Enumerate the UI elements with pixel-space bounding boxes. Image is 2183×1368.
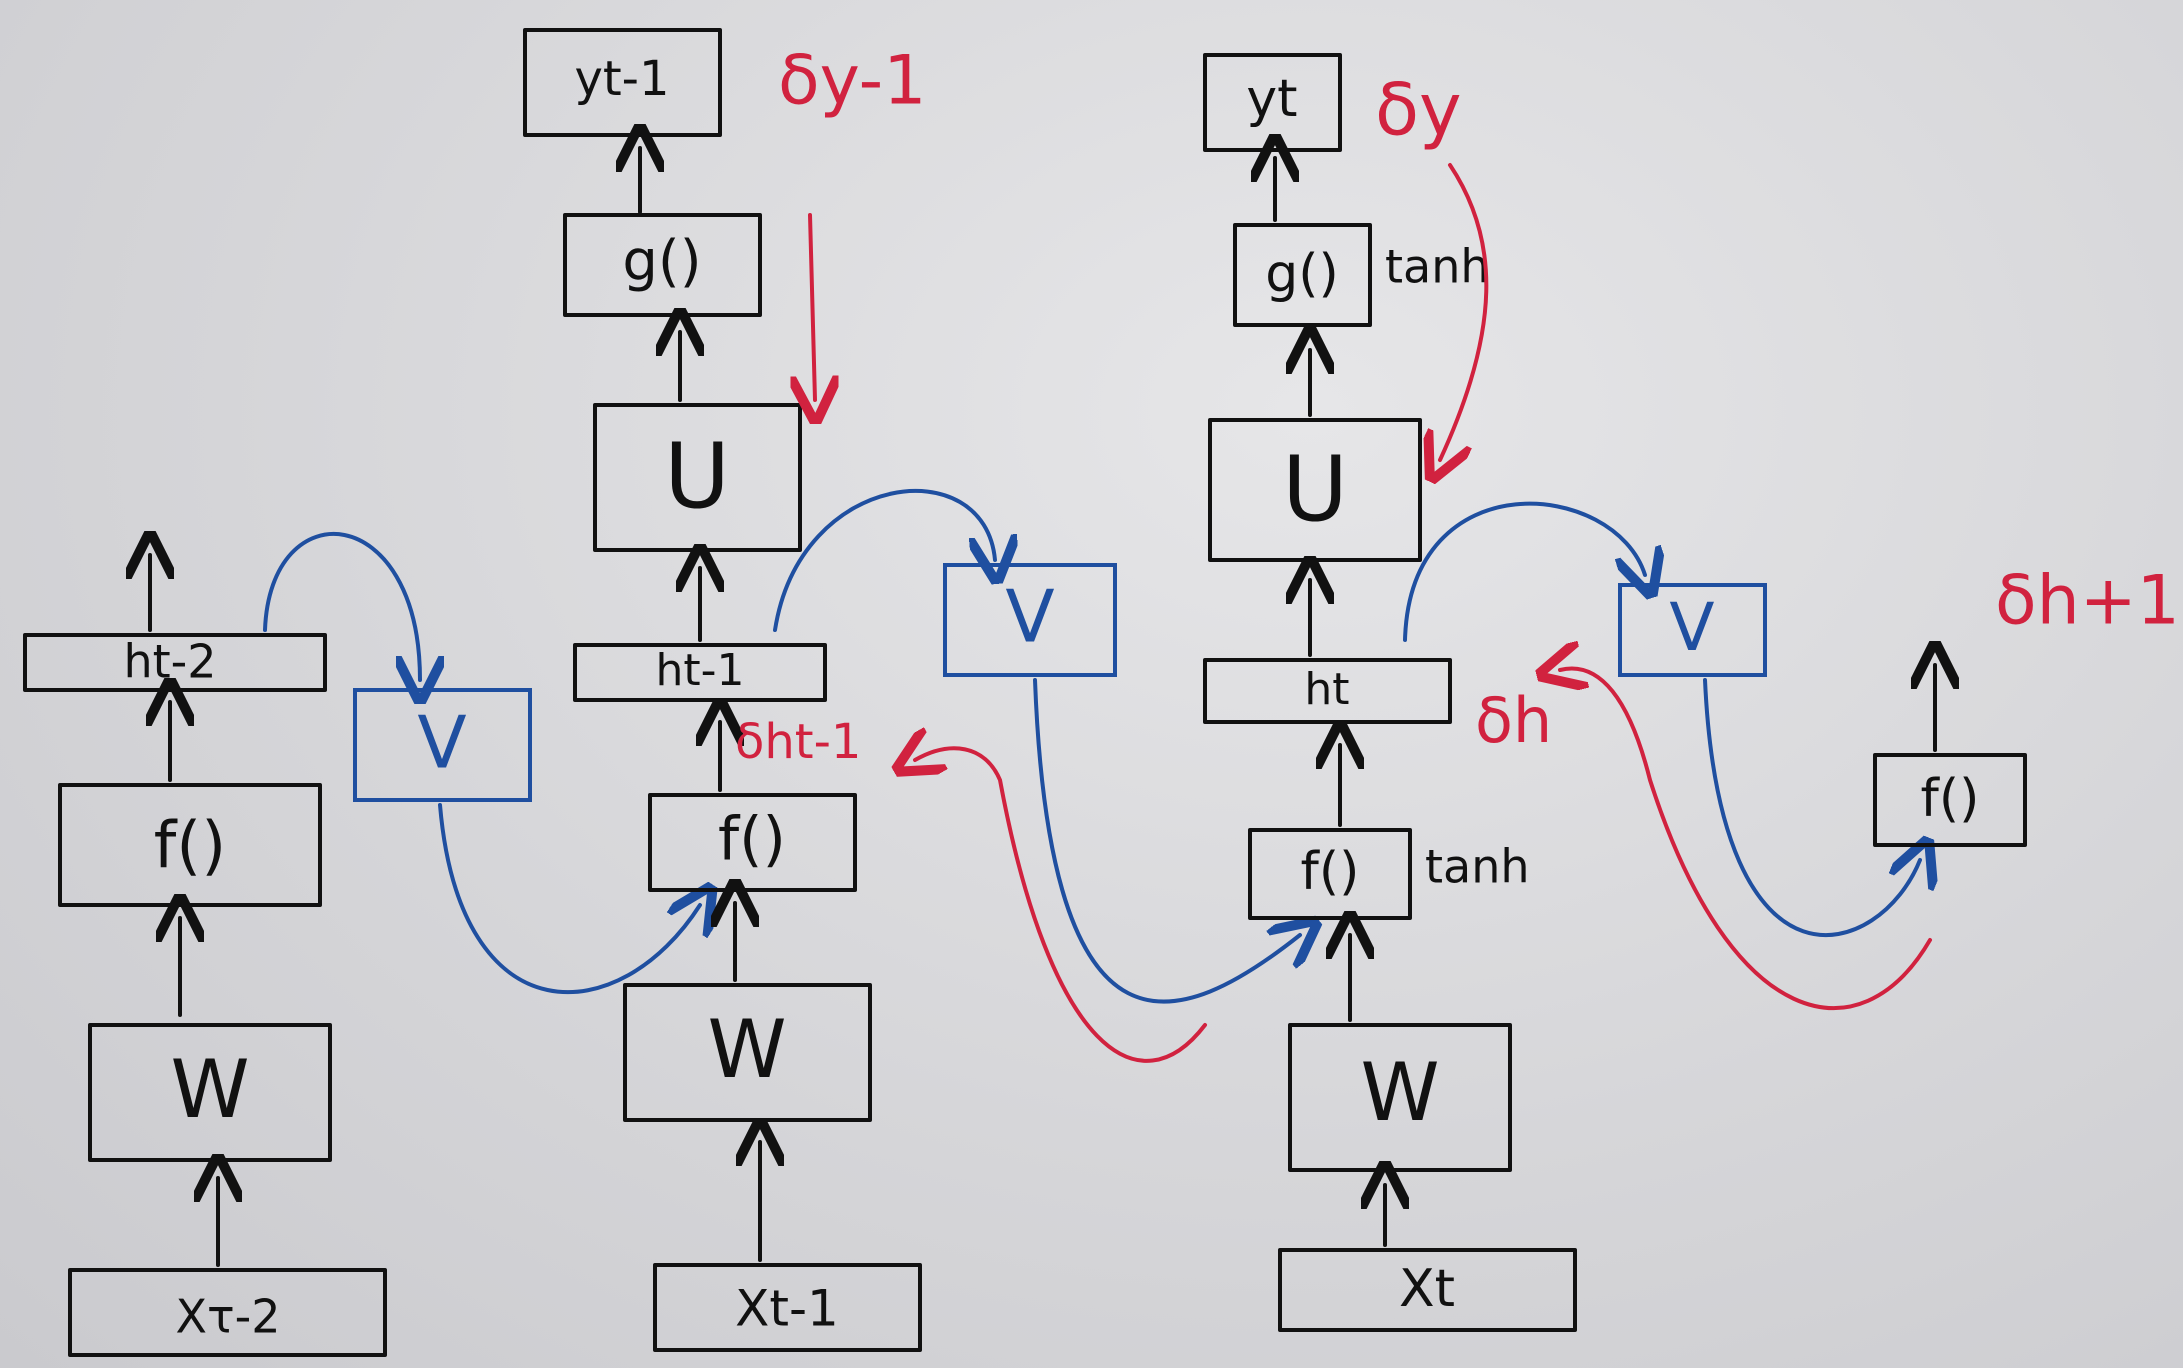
v-label-2: V	[1005, 575, 1054, 659]
recurrent-arrow-out-3	[1703, 678, 1920, 937]
h-box	[23, 633, 327, 692]
column-t-minus-1: Xt-1 W f() ht-1 U g() yt-1	[523, 28, 922, 1352]
input-label: Xt-1	[735, 1280, 839, 1338]
column-t-minus-2: Xτ-2 W f() ht-2	[23, 555, 387, 1357]
red-arrow-back-2	[1560, 668, 1932, 1011]
g-box	[563, 213, 762, 317]
delta-y-prev: δy-1	[778, 42, 926, 121]
f-label: f()	[1301, 842, 1360, 902]
column-t: Xt W f() tanh ht U g() tanh yt	[1203, 53, 1577, 1332]
input-box	[1278, 1248, 1577, 1332]
recurrent-arrow-out-1	[438, 803, 700, 994]
red-arrow-down-2	[1440, 163, 1489, 460]
red-arrow-back-1	[915, 748, 1207, 1063]
tanh-g-annotation: tanh	[1385, 240, 1490, 294]
recurrent-arrow-in-3	[1403, 501, 1645, 642]
h-label: ht	[1304, 664, 1349, 715]
input-box	[653, 1263, 922, 1352]
g-label: g()	[622, 229, 701, 294]
u-label: U	[1282, 437, 1348, 542]
w-box	[623, 983, 872, 1122]
u-label: U	[664, 424, 730, 529]
y-box	[1203, 53, 1342, 152]
tanh-f-annotation: tanh	[1425, 840, 1530, 894]
f-label: f()	[718, 805, 786, 875]
w-box	[1288, 1023, 1512, 1172]
delta-h-next: δh+1	[1995, 562, 2180, 641]
g-label: g()	[1265, 244, 1339, 304]
w-box	[88, 1023, 332, 1162]
f-box	[1248, 828, 1412, 920]
v-label-1: V	[417, 701, 466, 785]
f-label: f()	[1921, 769, 1980, 829]
g-box	[1233, 223, 1372, 327]
w-label: W	[1360, 1046, 1439, 1139]
h-label: ht-1	[655, 645, 744, 696]
recurrent-arrow-in-1	[263, 531, 420, 680]
f-box	[648, 793, 857, 892]
y-box	[523, 28, 722, 137]
v-box-3	[1618, 583, 1767, 677]
delta-y: δy	[1375, 68, 1462, 152]
f-box	[58, 783, 322, 907]
input-label: Xτ-2	[175, 1290, 280, 1344]
u-box	[593, 403, 802, 552]
column-t-plus-1: f()	[1873, 665, 2027, 847]
f-label: f()	[154, 810, 226, 884]
input-label: Xt	[1399, 1259, 1455, 1319]
w-label: W	[707, 1003, 786, 1096]
h-label: ht-2	[123, 635, 216, 689]
f-box	[1873, 753, 2027, 847]
y-label: yt	[1246, 69, 1297, 129]
w-label: W	[170, 1043, 249, 1136]
u-box	[1208, 418, 1422, 562]
delta-h-prev: δht-1	[735, 714, 861, 770]
h-box	[1203, 658, 1452, 724]
recurrent-arrow-out-2	[1033, 678, 1300, 1004]
delta-h: δh	[1475, 684, 1552, 757]
red-arrow-down-1	[810, 213, 815, 400]
h-box	[573, 643, 827, 702]
v-box-2	[943, 563, 1117, 677]
v-label-3: V	[1669, 589, 1714, 666]
recurrent-arrow-in-2	[773, 488, 995, 632]
input-box	[68, 1268, 387, 1357]
y-label: yt-1	[574, 51, 669, 107]
